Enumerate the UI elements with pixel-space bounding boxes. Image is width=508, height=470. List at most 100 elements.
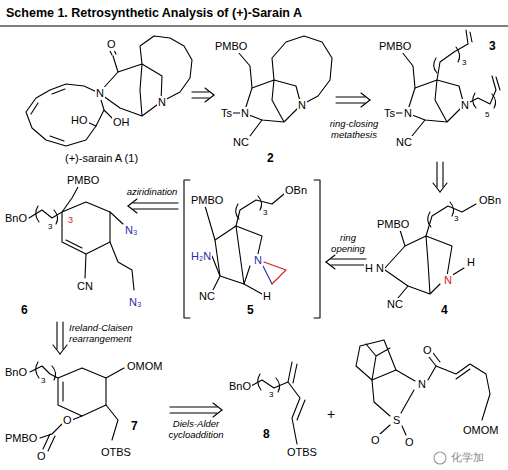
atom-label: O <box>36 450 47 463</box>
atom-label: NC <box>198 290 216 303</box>
atom-label: H <box>364 262 374 275</box>
atom-label: Ts <box>383 107 396 120</box>
compound-number: 3 <box>488 40 497 53</box>
arrow-stroke <box>326 262 335 269</box>
atom-label: NC <box>386 298 404 311</box>
arrow-stroke <box>170 406 217 407</box>
atom-label: PMBO <box>214 40 248 53</box>
compound-number: 2 <box>266 152 275 165</box>
arrow-stroke <box>56 322 57 349</box>
reaction-label: aziridination <box>122 186 182 197</box>
reaction-label: Diels-Alder cycloaddition <box>164 418 228 440</box>
atom-label: NC <box>395 136 413 149</box>
arrow-stroke <box>213 403 222 410</box>
atom-label: OH <box>112 116 131 129</box>
atom-label: OTBS <box>286 446 318 459</box>
atom-label: H <box>262 290 272 303</box>
atom-label: BnO <box>228 380 252 393</box>
subscript: 3 <box>262 208 268 217</box>
arrow-stroke <box>361 93 370 100</box>
reaction-label: Ireland-Claisen rearrangement <box>68 322 170 344</box>
subscript: 3 <box>268 390 274 399</box>
atom-label: OBn <box>284 184 308 197</box>
atom-label: PMBO <box>4 432 38 445</box>
arrow-stroke <box>326 255 335 262</box>
arrow-stroke <box>331 264 366 265</box>
plus-sign: + <box>326 408 336 421</box>
arrow-stroke <box>331 258 366 259</box>
subscript: 3 <box>453 214 459 223</box>
atom-label: OBn <box>478 194 502 207</box>
atom-label: Ts <box>220 107 233 120</box>
atom-label: PMBO <box>66 174 100 187</box>
arrow-stroke <box>60 345 67 354</box>
compound-number: 6 <box>20 304 29 317</box>
arrow-stroke <box>133 208 178 209</box>
reaction-label: ring opening <box>327 232 369 254</box>
atom-label: N <box>417 378 427 391</box>
arrow-stroke <box>170 412 217 413</box>
arrow-stroke <box>192 91 209 92</box>
atom-label: N <box>95 87 105 100</box>
arrow-stroke <box>62 322 63 349</box>
arrow-stroke <box>336 96 365 97</box>
compound-number: 8 <box>262 428 271 441</box>
atom-label: OTBS <box>100 446 132 459</box>
atom-label: O <box>370 434 381 447</box>
atom-label: O <box>106 38 117 51</box>
atom-label: N₃ <box>124 224 138 237</box>
atom-label: N₃ <box>128 296 142 309</box>
atom-label: OMOM <box>462 424 499 437</box>
atom-label: N <box>375 262 385 275</box>
atom-label: N <box>403 107 413 120</box>
arrow-stroke <box>192 97 209 98</box>
arrow-stroke <box>213 410 222 417</box>
atom-label: O <box>404 436 415 449</box>
compound-number: 5 <box>246 304 255 317</box>
subscript: 3 <box>40 376 46 385</box>
atom-label: N <box>443 274 453 287</box>
atom-label: BnO <box>4 212 28 225</box>
atom-label: S <box>392 414 401 427</box>
atom-label: BnO <box>4 366 28 379</box>
arrow-stroke <box>53 345 60 354</box>
subscript: 3 <box>47 222 53 231</box>
watermark: 化学加 <box>450 451 485 464</box>
arrow-stroke <box>361 100 370 107</box>
arrow-stroke <box>442 162 443 187</box>
arrow-stroke <box>436 162 437 187</box>
arrow-stroke <box>336 102 365 103</box>
atom-label: CN <box>76 280 94 293</box>
atom-label: NC <box>232 136 250 149</box>
arrow-stroke <box>433 183 440 192</box>
compound-number: 4 <box>440 304 449 317</box>
arrow-stroke <box>205 88 214 95</box>
atom-label: PMBO <box>376 218 410 231</box>
atom-label: N <box>240 107 250 120</box>
atom-label: N <box>157 96 167 109</box>
compound-number: 7 <box>130 420 139 433</box>
arrow-stroke <box>128 199 137 206</box>
scheme-title: Scheme 1. Retrosynthetic Analysis of (+)… <box>6 6 302 20</box>
locant: 3 <box>67 215 74 225</box>
atom-label: H₂N <box>190 250 212 263</box>
atom-label: N <box>460 99 470 112</box>
compound-name: (+)-sarain A (1) <box>64 152 139 165</box>
atom-label: O <box>422 344 433 357</box>
atom-label: PMBO <box>378 40 412 53</box>
arrow-stroke <box>133 202 178 203</box>
atom-label: OMOM <box>126 360 163 373</box>
arrow-stroke <box>128 206 137 213</box>
atom-label: O <box>62 414 73 427</box>
atom-label: HO <box>70 114 89 127</box>
atom-label: H <box>466 256 476 269</box>
subscript: 3 <box>461 58 467 67</box>
reaction-label: ring-closing metathesis <box>326 118 382 140</box>
arrow-stroke <box>440 183 447 192</box>
atom-label: N <box>253 254 263 267</box>
arrow-stroke <box>205 95 214 102</box>
atom-label: N <box>297 99 307 112</box>
subscript: 5 <box>484 110 490 119</box>
